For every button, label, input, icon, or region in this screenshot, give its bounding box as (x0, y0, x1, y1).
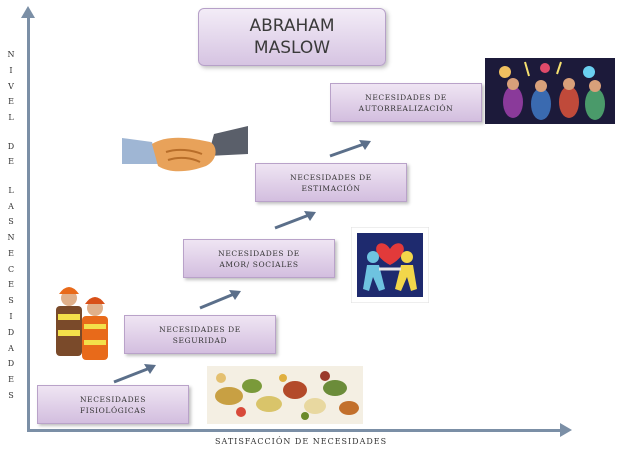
title-line-1: ABRAHAM (249, 16, 335, 36)
workers-photo (56, 287, 108, 360)
step-security: NECESIDADES DE SEGURIDAD (124, 315, 276, 354)
y-axis-label-letter: E (8, 375, 14, 385)
y-axis-label-letter: N (7, 233, 15, 243)
x-axis-arrowhead (560, 423, 572, 437)
y-axis-label-letter: D (7, 141, 15, 151)
handshake-photo (122, 108, 248, 190)
step-love-social-line1: NECESIDADES DE (218, 248, 300, 258)
step-esteem: NECESIDADES DE ESTIMACIÓN (255, 163, 407, 202)
y-axis-label-letter: S (8, 217, 14, 227)
y-axis-label-letter: S (8, 390, 14, 400)
title-box: ABRAHAM MASLOW (198, 8, 386, 66)
y-axis-label-letter: S (8, 296, 14, 306)
arrow-step-1 (113, 364, 156, 384)
y-axis-arrowhead (21, 6, 35, 18)
y-axis-label-letter: L (8, 113, 14, 123)
y-axis-label-letter: A (8, 343, 14, 353)
y-axis-label-letter: E (8, 97, 14, 107)
y-axis-label-letter: L (8, 185, 14, 195)
arrow-step-4 (329, 140, 371, 158)
y-axis-label-letter: A (8, 201, 14, 211)
y-axis-label-letter: D (7, 327, 15, 337)
step-esteem-line2: ESTIMACIÓN (301, 183, 361, 193)
y-axis-label-letter: N (7, 50, 15, 59)
step-physiological: NECESIDADES FISIOLÓGICAS (37, 385, 189, 424)
step-self-actualization-line1: NECESIDADES DE (365, 92, 447, 102)
y-axis-label-letter: C (7, 264, 15, 274)
step-security-line2: SEGURIDAD (172, 335, 228, 345)
y-axis-label-letter: E (8, 248, 14, 258)
step-security-line1: NECESIDADES DE (159, 324, 241, 334)
y-axis-label-letter: E (8, 157, 14, 167)
title-line-2: MASLOW (253, 38, 331, 58)
hug-figures-icon (351, 227, 429, 303)
arrow-step-2 (199, 290, 241, 310)
y-axis-label-letter: E (8, 280, 14, 290)
step-self-actualization-line2: AUTORREALIZACIÓN (358, 103, 454, 113)
food-photo (207, 366, 363, 424)
step-love-social: NECESIDADES DE AMOR/ SOCIALES (183, 239, 335, 278)
step-love-social-line2: AMOR/ SOCIALES (219, 259, 299, 269)
y-axis (27, 14, 30, 432)
arrow-step-3 (274, 211, 316, 230)
x-axis-label: SATISFACCIÓN DE NECESIDADES (215, 437, 388, 446)
y-axis-label-letter: I (9, 65, 13, 75)
celebration-photo (485, 58, 615, 124)
step-self-actualization: NECESIDADES DE AUTORREALIZACIÓN (330, 83, 482, 122)
step-esteem-line1: NECESIDADES DE (290, 172, 372, 182)
x-axis (27, 429, 562, 432)
y-axis-label-letter: D (7, 359, 15, 369)
y-axis-label-letter: I (9, 312, 13, 322)
step-physiological-line1: NECESIDADES (79, 394, 146, 404)
y-axis-label-letter: V (8, 81, 14, 91)
step-physiological-line2: FISIOLÓGICAS (80, 405, 146, 415)
